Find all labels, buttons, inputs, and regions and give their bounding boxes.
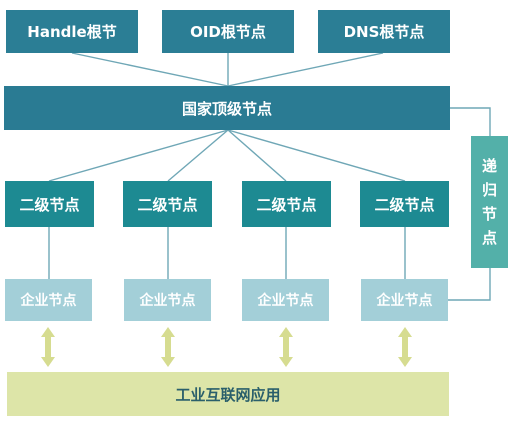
root-node-dns: DNS根节点 [318, 10, 450, 53]
connector-national-secondary-2 [167, 129, 229, 182]
connector-national-secondary-3 [227, 129, 287, 182]
connector-national-secondary-1 [48, 129, 229, 182]
connector-national-secondary-4 [227, 129, 406, 182]
recursive-node-char-3: 节 [481, 205, 497, 223]
double-arrow-2 [161, 327, 175, 367]
double-arrow-3 [279, 327, 293, 367]
recursive-node-char-1: 递 [481, 157, 497, 175]
secondary-node-2: 二级节点 [123, 181, 212, 227]
enterprise-node-2: 企业节点 [124, 279, 211, 321]
recursive-node: 递 归 节 点 [471, 136, 508, 268]
secondary-node-3: 二级节点 [242, 181, 331, 227]
connector-recursive-bottom [448, 268, 491, 301]
root-node-oid: OID根节点 [162, 10, 294, 53]
national-top-level-node: 国家顶级节点 [4, 86, 450, 130]
connector-root-handle [71, 52, 229, 87]
industrial-internet-application-bar: 工业互联网应用 [7, 372, 449, 416]
connector-recursive-top [450, 107, 491, 136]
connector-root-dns [227, 52, 384, 87]
double-arrow-4 [398, 327, 412, 367]
secondary-node-1: 二级节点 [5, 181, 94, 227]
recursive-node-char-4: 点 [481, 229, 497, 247]
root-node-handle: Handle根节 [6, 10, 138, 53]
enterprise-node-3: 企业节点 [242, 279, 329, 321]
secondary-node-4: 二级节点 [360, 181, 449, 227]
enterprise-node-4: 企业节点 [361, 279, 448, 321]
enterprise-node-1: 企业节点 [5, 279, 92, 321]
double-arrow-1 [41, 327, 55, 367]
recursive-node-char-2: 归 [481, 181, 497, 199]
